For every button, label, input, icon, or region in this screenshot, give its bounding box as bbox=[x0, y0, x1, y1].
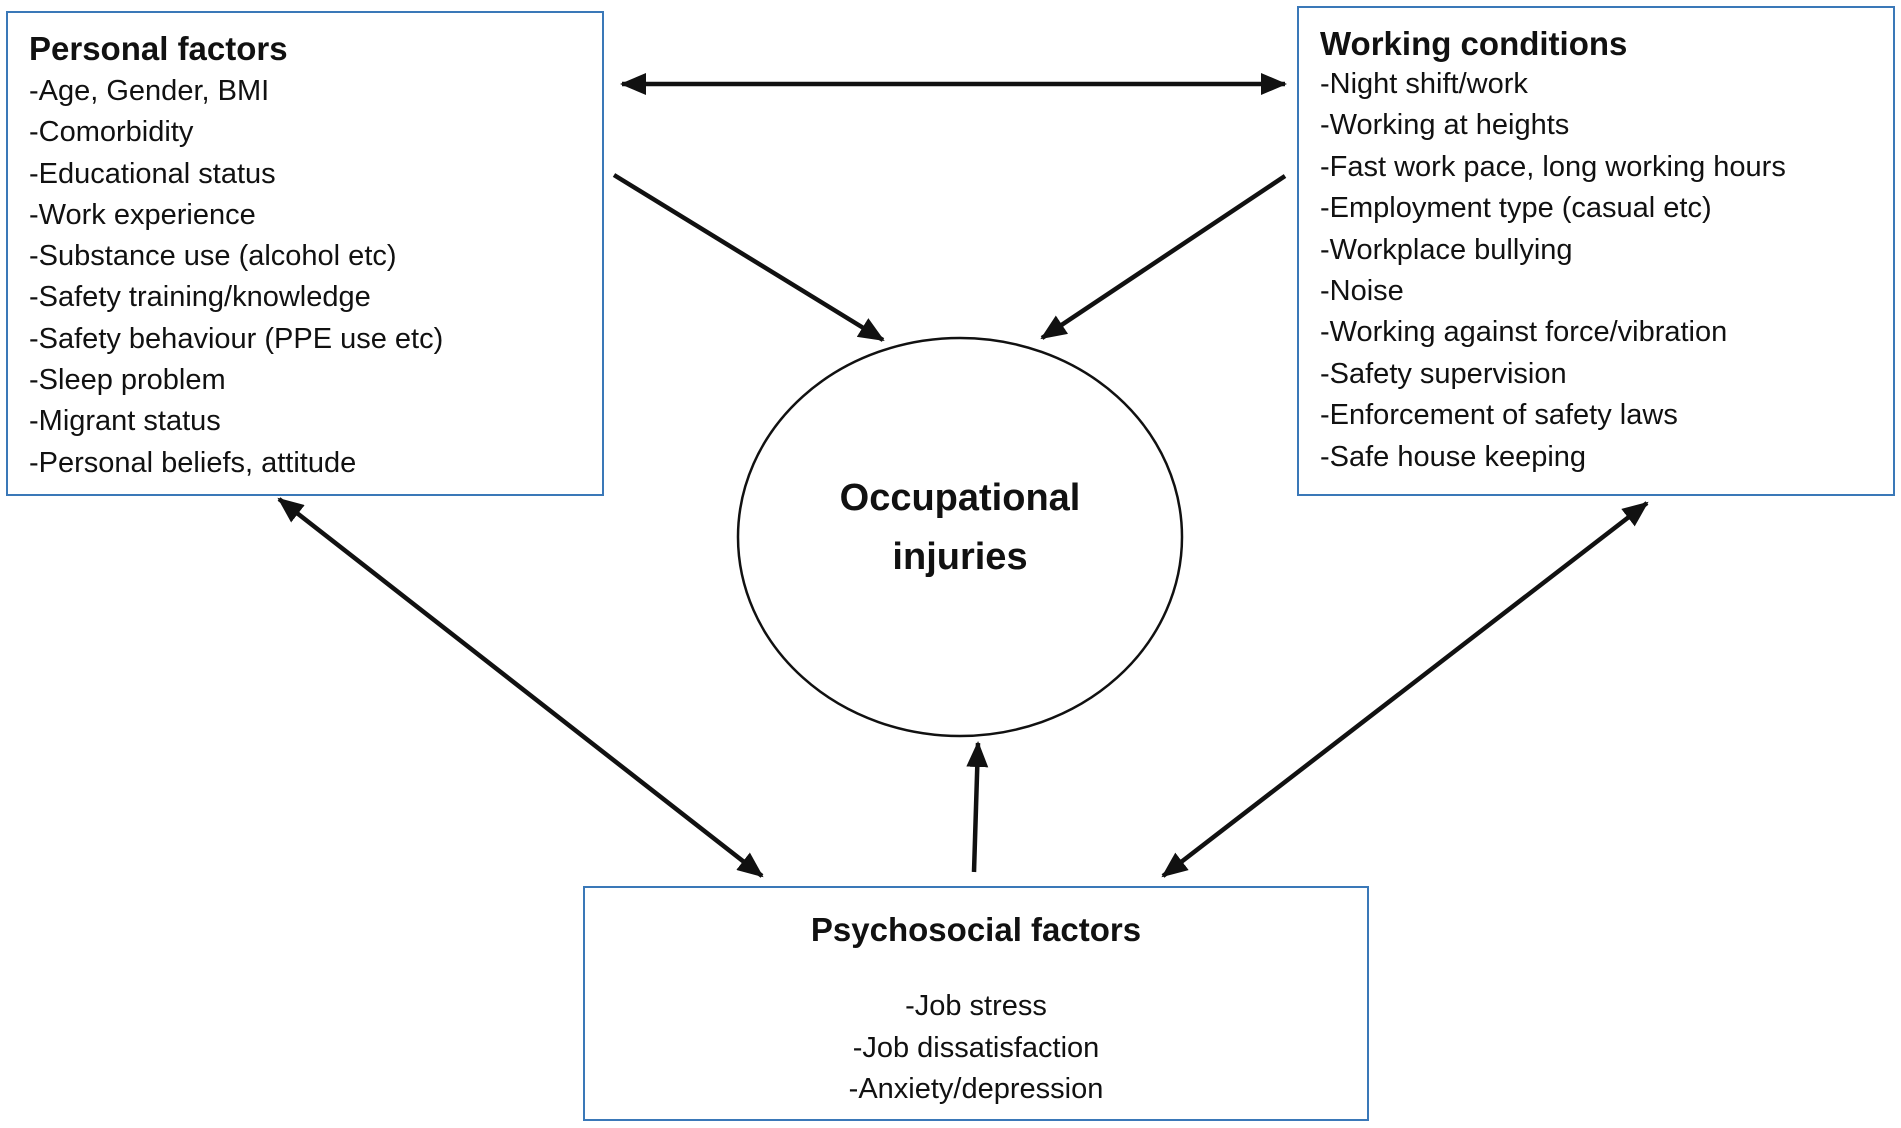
list-item: -Job stress bbox=[905, 990, 1047, 1022]
list-item: -Workplace bullying bbox=[1320, 233, 1573, 266]
list-item: -Night shift/work bbox=[1320, 68, 1528, 100]
arrow-personal-to-injuries bbox=[612, 173, 885, 342]
psychosocial-factors-box: Psychosocial factors -Job stress -Job di… bbox=[583, 886, 1369, 1121]
list-item: -Working at heights bbox=[1320, 109, 1570, 142]
working-conditions-title: Working conditions bbox=[1320, 25, 1628, 62]
list-item: -Safety behaviour (PPE use etc) bbox=[29, 322, 444, 355]
list-item: -Migrant status bbox=[29, 405, 221, 438]
list-item: -Educational status bbox=[29, 157, 276, 190]
list-item: -Fast work pace, long working hours bbox=[1320, 150, 1786, 183]
list-item: -Substance use (alcohol etc) bbox=[29, 240, 397, 273]
personal-factors-title: Personal factors bbox=[29, 30, 288, 67]
arrow-psychosocial-to-injuries bbox=[966, 741, 989, 873]
psychosocial-factors-title: Psychosocial factors bbox=[810, 911, 1142, 948]
list-item: -Employment type (casual etc) bbox=[1320, 192, 1712, 225]
list-item: -Working against force/vibration bbox=[1320, 316, 1728, 349]
list-item: -Safety supervision bbox=[1320, 357, 1567, 390]
arrow-personal-psychosocial bbox=[277, 497, 764, 878]
personal-factors-box: Personal factors -Age, Gender, BMI -Como… bbox=[6, 11, 604, 496]
arrow-working-to-injuries bbox=[1040, 174, 1287, 340]
center-label-line1: Occupational bbox=[839, 477, 1081, 519]
psychosocial-factors-list: -Job stress -Job dissatisfaction -Anxiet… bbox=[585, 986, 1367, 1111]
list-item: -Age, Gender, BMI bbox=[29, 75, 270, 107]
list-item: -Noise bbox=[1320, 275, 1404, 308]
list-item: -Enforcement of safety laws bbox=[1320, 399, 1678, 432]
list-item: -Sleep problem bbox=[29, 364, 226, 397]
working-conditions-list: -Night shift/work -Working at heights -F… bbox=[1320, 64, 1893, 478]
center-label-line2: injuries bbox=[892, 536, 1028, 578]
list-item: -Work experience bbox=[29, 198, 256, 231]
list-item: -Job dissatisfaction bbox=[852, 1031, 1100, 1064]
list-item: -Anxiety/depression bbox=[848, 1073, 1104, 1105]
working-conditions-box: Working conditions -Night shift/work -Wo… bbox=[1297, 6, 1895, 496]
personal-factors-list: -Age, Gender, BMI -Comorbidity -Educatio… bbox=[29, 71, 602, 484]
list-item: -Safe house keeping bbox=[1320, 440, 1587, 473]
occupational-injuries-label: Occupational injuries bbox=[736, 469, 1184, 587]
list-item: -Personal beliefs, attitude bbox=[29, 446, 357, 479]
arrow-working-psychosocial bbox=[1161, 501, 1649, 878]
list-item: -Safety training/knowledge bbox=[29, 281, 371, 314]
list-item: -Comorbidity bbox=[29, 116, 194, 149]
